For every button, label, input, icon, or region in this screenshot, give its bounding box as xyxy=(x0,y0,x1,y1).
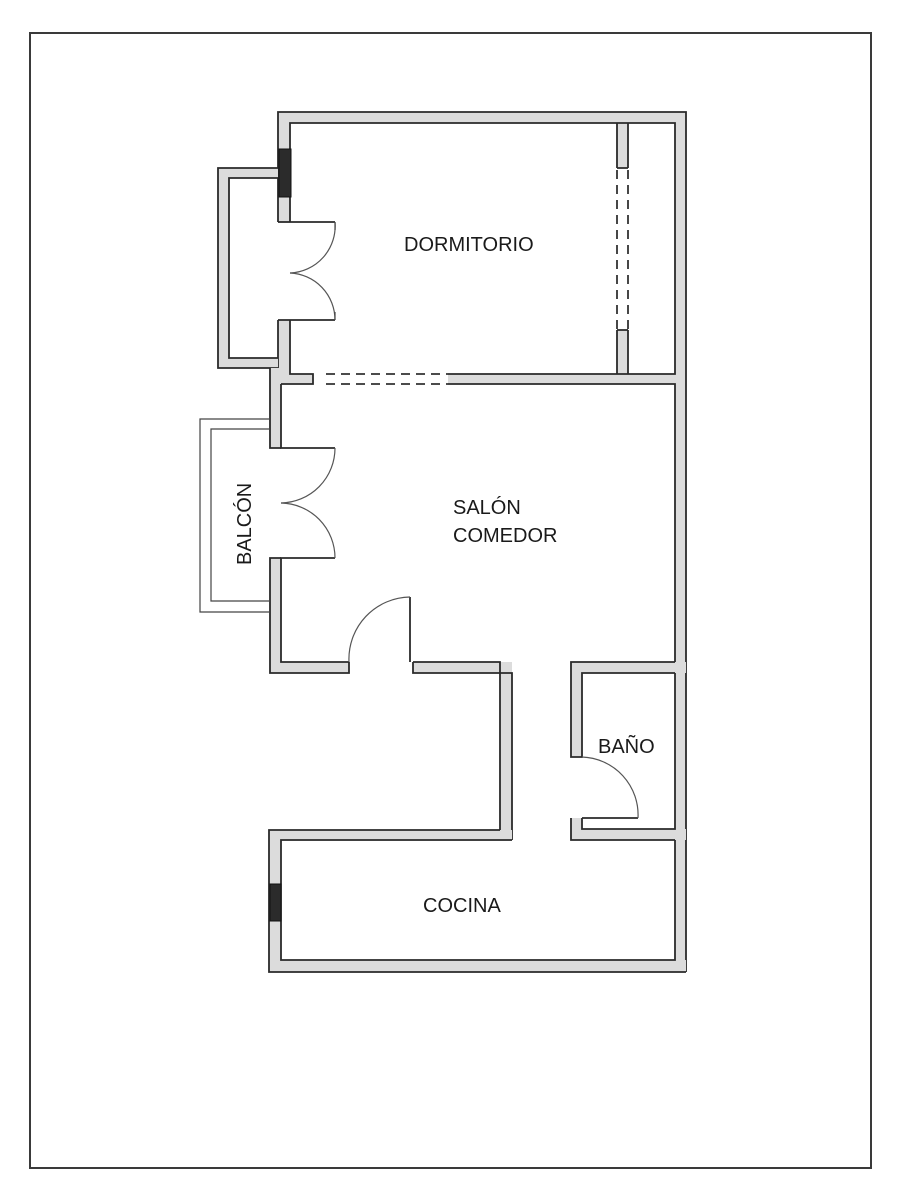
bathroom-walls xyxy=(570,661,686,841)
room-label-dormitorio: DORMITORIO xyxy=(404,234,534,256)
room-label-comedor: COMEDOR xyxy=(453,525,557,547)
balcony-double-door xyxy=(280,447,336,559)
bedroom-double-door xyxy=(289,221,336,321)
bathroom-door xyxy=(581,756,639,819)
entrance-door xyxy=(348,596,411,663)
living-room-walls xyxy=(269,368,513,840)
annex-walls xyxy=(217,167,278,369)
bedroom-window xyxy=(278,148,292,198)
bedroom-walls xyxy=(277,111,687,972)
room-label-balcon: BALCÓN xyxy=(233,483,256,565)
room-label-bano: BAÑO xyxy=(598,734,655,758)
room-label-salon: SALÓN xyxy=(453,496,521,519)
kitchen-window xyxy=(269,883,282,922)
balcony-outline xyxy=(199,418,270,613)
page-frame xyxy=(29,32,872,1169)
room-label-cocina: COCINA xyxy=(423,895,501,917)
